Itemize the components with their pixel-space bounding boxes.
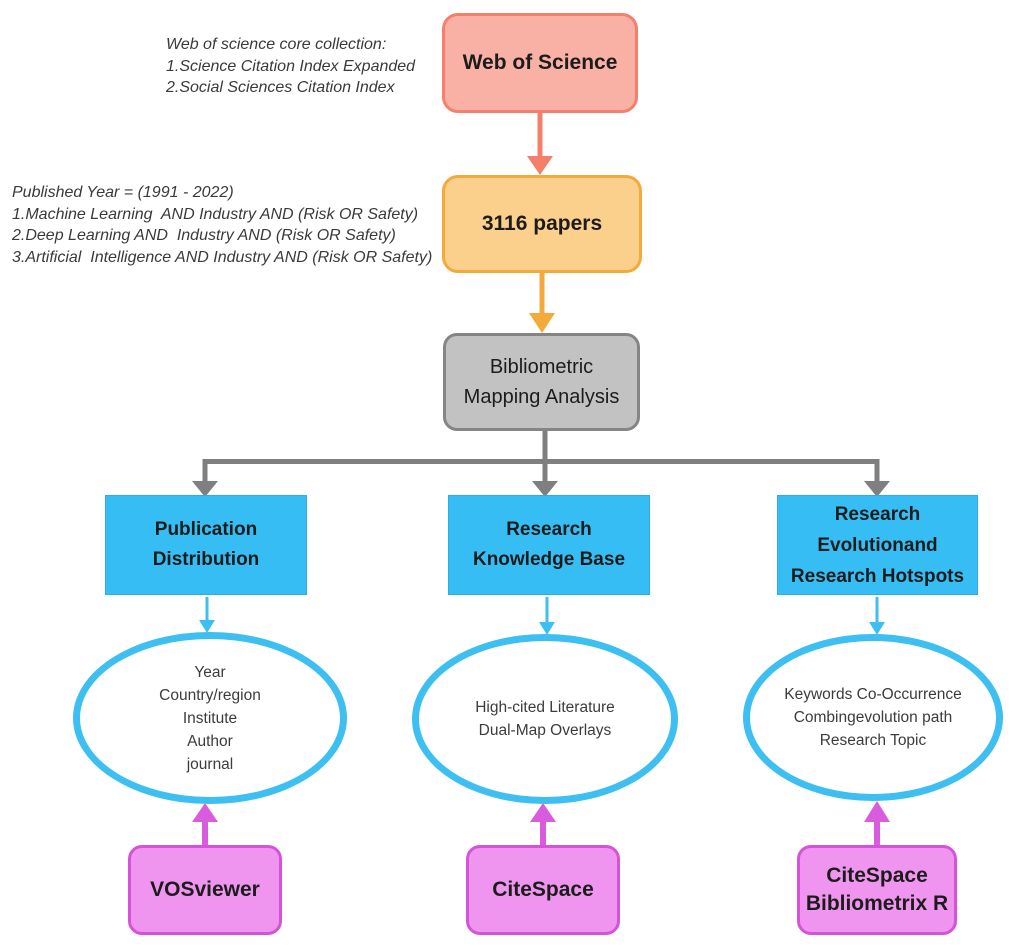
ellipse-knowledge-base-items: High-cited Literature Dual-Map Overlays <box>412 634 678 804</box>
topic-research-evolution-hotspots-label: Research Evolutionand Research Hotspots <box>790 503 965 587</box>
ellipse-publication-items-label: Year Country/region Institute Author jou… <box>159 663 261 773</box>
arrow-topic-to-ellipse-middle <box>539 597 555 635</box>
arrow-source-to-papers <box>527 113 553 175</box>
ellipse-evolution-hotspots-items: Keywords Co-Occurrence Combingevolution … <box>743 634 1003 801</box>
tool-citespace-bibliometrix-label: CiteSpace Bibliometrix R <box>805 864 949 915</box>
ellipse-evolution-hotspots-items-label: Keywords Co-Occurrence Combingevolution … <box>784 686 962 749</box>
wos-core-collection-note: Web of science core collection: 1.Scienc… <box>166 36 416 96</box>
web-of-science-label: Web of Science <box>462 51 618 74</box>
tool-vosviewer-label: VOSviewer <box>150 878 260 901</box>
bibliometric-mapping-analysis-node: Bibliometric Mapping Analysis <box>443 333 640 431</box>
ellipse-publication-items: Year Country/region Institute Author jou… <box>73 632 347 804</box>
papers-count-node: 3116 papers <box>442 175 642 273</box>
tool-citespace: CiteSpace <box>466 845 620 935</box>
arrow-papers-to-analysis <box>529 273 555 333</box>
tool-citespace-bibliometrix: CiteSpace Bibliometrix R <box>797 845 957 935</box>
search-query-note: Published Year = (1991 - 2022) 1.Machine… <box>12 184 433 266</box>
bibliometric-mapping-analysis-label: Bibliometric Mapping Analysis <box>463 356 620 408</box>
arrow-tool-to-ellipse-right <box>864 801 890 845</box>
ellipse-knowledge-base-items-label: High-cited Literature Dual-Map Overlays <box>475 699 615 739</box>
arrow-topic-to-ellipse-left <box>199 597 215 633</box>
topic-research-knowledge-base-label: Research Knowledge Base <box>472 519 626 570</box>
topic-research-knowledge-base: Research Knowledge Base <box>448 495 650 595</box>
topic-publication-distribution-label: Publication Distribution <box>152 519 260 570</box>
branch-tree-connector <box>192 431 890 497</box>
arrow-tool-to-ellipse-left <box>192 803 218 845</box>
arrow-topic-to-ellipse-right <box>869 597 885 635</box>
tool-citespace-label: CiteSpace <box>492 878 594 901</box>
papers-count-label: 3116 papers <box>481 212 603 235</box>
topic-research-evolution-hotspots: Research Evolutionand Research Hotspots <box>777 495 978 595</box>
tool-vosviewer: VOSviewer <box>128 845 282 935</box>
topic-publication-distribution: Publication Distribution <box>105 495 307 595</box>
web-of-science-node: Web of Science <box>442 13 638 113</box>
arrow-tool-to-ellipse-middle <box>530 803 556 845</box>
